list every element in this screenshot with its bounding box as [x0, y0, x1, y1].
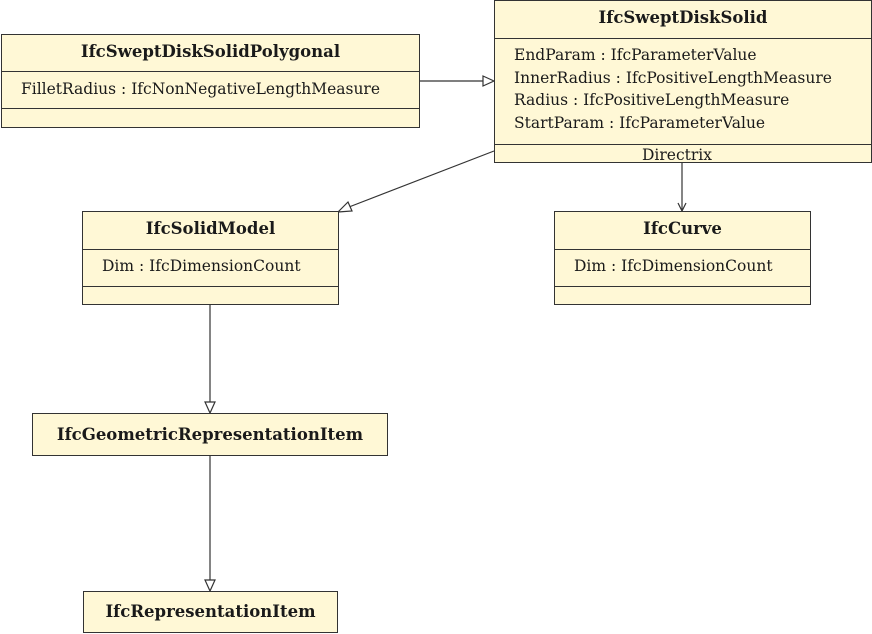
class-title: IfcSweptDiskSolid: [598, 8, 768, 27]
class-title: IfcGeometricRepresentationItem: [56, 425, 364, 444]
class-separator: [2, 71, 419, 72]
generalization-arrowhead: [336, 200, 353, 213]
class-attribute: StartParam : IfcParameterValue: [514, 114, 766, 132]
class-separator: [83, 286, 338, 287]
class-separator: [2, 108, 419, 109]
association-label-directrix: Directrix: [642, 146, 712, 164]
class-separator: [495, 144, 871, 145]
class-attribute: EndParam : IfcParameterValue: [514, 46, 757, 64]
class-attribute: FilletRadius : IfcNonNegativeLengthMeasu…: [21, 80, 381, 98]
class-ifcrepresentationitem: IfcRepresentationItem: [83, 591, 338, 633]
class-attribute: Dim : IfcDimensionCount: [574, 257, 773, 275]
class-separator: [495, 38, 871, 39]
class-separator: [555, 286, 810, 287]
class-separator: [555, 249, 810, 250]
class-ifcsolidmodel: IfcSolidModel Dim : IfcDimensionCount: [82, 211, 339, 305]
generalization-arrowhead: [204, 579, 216, 593]
class-ifcsweptdisksolidpolygonal: IfcSweptDiskSolidPolygonal FilletRadius …: [1, 34, 420, 128]
class-ifcsweptdisksolid: IfcSweptDiskSolid EndParam : IfcParamete…: [494, 0, 872, 163]
class-title: IfcRepresentationItem: [105, 602, 316, 621]
generalization-arrowhead: [204, 401, 216, 415]
generalization-edge-swept: [348, 150, 495, 208]
class-separator: [83, 249, 338, 250]
class-attribute: Dim : IfcDimensionCount: [102, 257, 301, 275]
class-attribute: Radius : IfcPositiveLengthMeasure: [514, 91, 790, 109]
class-ifcgeometricrepresentationitem: IfcGeometricRepresentationItem: [32, 413, 388, 456]
class-ifccurve: IfcCurve Dim : IfcDimensionCount: [554, 211, 811, 305]
association-arrowhead: [677, 202, 687, 213]
generalization-arrowhead: [482, 75, 496, 87]
class-title: IfcCurve: [643, 219, 722, 238]
class-title: IfcSolidModel: [145, 219, 276, 238]
class-title: IfcSweptDiskSolidPolygonal: [80, 42, 341, 61]
class-attribute: InnerRadius : IfcPositiveLengthMeasure: [514, 69, 832, 87]
